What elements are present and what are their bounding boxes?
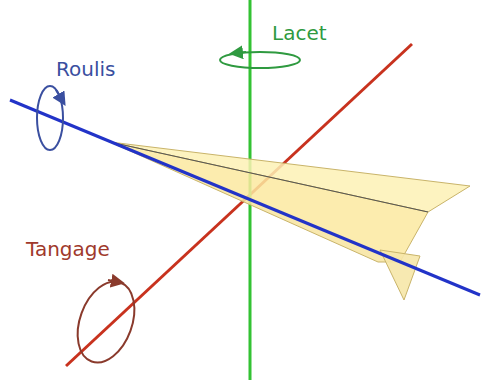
pitch-arrow bbox=[108, 280, 118, 282]
yaw-label: Lacet bbox=[272, 22, 327, 44]
yaw-rotation bbox=[220, 52, 300, 68]
pitch-label: Tangage bbox=[26, 238, 110, 260]
roll-axis bbox=[10, 100, 480, 295]
pitch-rotation bbox=[67, 274, 145, 371]
yaw-arrow bbox=[236, 52, 246, 53]
roll-rotation bbox=[37, 86, 63, 150]
paper-airplane bbox=[110, 142, 470, 300]
roll-arrow bbox=[56, 90, 62, 100]
roll-label: Roulis bbox=[56, 58, 115, 80]
